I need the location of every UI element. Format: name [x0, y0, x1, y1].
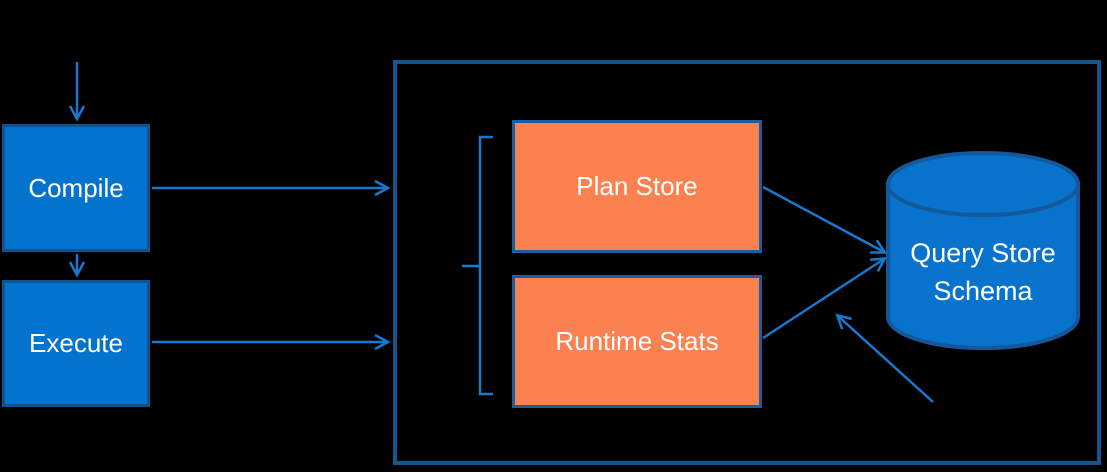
node-runtime-stats: Runtime Stats	[512, 275, 762, 408]
query-store-container-outline	[393, 60, 1101, 465]
node-execute: Execute	[2, 280, 150, 407]
execute-label: Execute	[29, 328, 123, 358]
node-compile: Compile	[2, 124, 150, 252]
compile-label: Compile	[28, 172, 124, 203]
plan-store-label: Plan Store	[576, 171, 698, 201]
query-store-schema-label-line1: Query Store	[910, 238, 1056, 268]
runtime-stats-label: Runtime Stats	[555, 326, 719, 356]
query-store-schema-label: Query Store Schema	[888, 234, 1078, 310]
query-store-schema-label-line2: Schema	[933, 276, 1033, 306]
node-plan-store: Plan Store	[512, 120, 762, 253]
